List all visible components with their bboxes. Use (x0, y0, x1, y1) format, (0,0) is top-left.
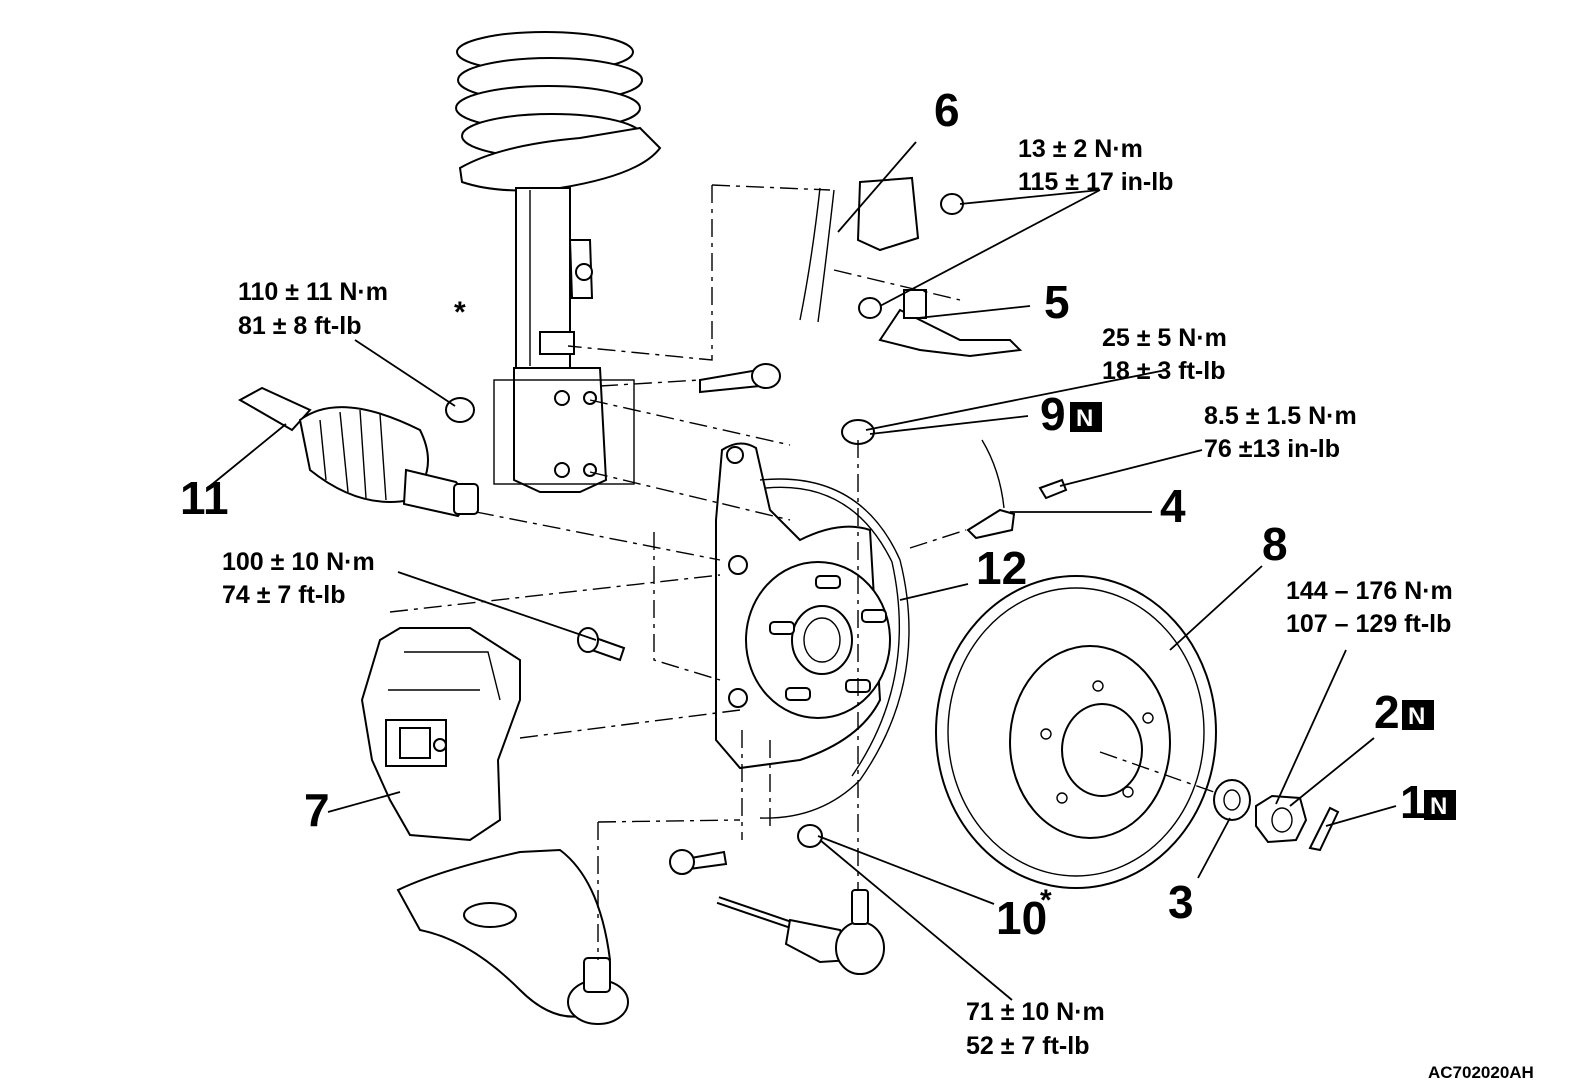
torque-tierod-nm: 25 ± 5 N·m (1102, 324, 1227, 352)
callout-6: 6 (934, 84, 960, 136)
drive-shaft (237, 386, 479, 518)
callout-4: 4 (1160, 480, 1186, 532)
new-part-badges: N N N (1070, 402, 1456, 820)
torque-hubnut-ftlb: 107 – 129 ft-lb (1286, 610, 1451, 638)
torque-bracket-nm: 13 ± 2 N·m (1018, 135, 1143, 163)
callout-5: 5 (1044, 276, 1070, 328)
hub-hardware (1213, 779, 1340, 852)
torque-caliper-ftlb: 74 ± 7 ft-lb (222, 581, 345, 609)
callout-11: 11 (180, 472, 229, 524)
badge-1 (1424, 790, 1456, 820)
torque-caliper-nm: 100 ± 10 N·m (222, 548, 375, 576)
torque-balljoint-ftlb: 52 ± 7 ft-lb (966, 1032, 1089, 1060)
callout-9: 9 (1040, 388, 1066, 440)
callout-3: 3 (1168, 876, 1194, 928)
lower-arm (396, 848, 629, 1025)
torque-tierod-ftlb: 18 ± 3 ft-lb (1102, 357, 1225, 385)
badge-1-letter: N (1430, 793, 1447, 820)
figure-reference: AC702020AH (1428, 1063, 1534, 1082)
torque-sensor-inlb: 76 ±13 in-lb (1204, 435, 1340, 463)
fasteners (445, 363, 875, 875)
torque-sensor-nm: 8.5 ± 1.5 N·m (1204, 402, 1357, 430)
asterisk-10: * (1040, 884, 1052, 917)
torque-strut-ftlb: 81 ± 8 ft-lb (238, 312, 361, 340)
callout-12: 12 (976, 542, 1027, 594)
callout-7: 7 (304, 784, 330, 836)
torque-specs: 13 ± 2 N·m 115 ± 17 in-lb 110 ± 11 N·m 8… (222, 135, 1453, 1060)
callout-8: 8 (1262, 518, 1288, 570)
badge-2 (1402, 700, 1434, 730)
torque-balljoint-nm: 71 ± 10 N·m (966, 998, 1105, 1026)
callout-10: 10 (996, 892, 1047, 944)
callout-labels: 6 5 9 4 11 12 8 2 1 3 7 10 * * (180, 84, 1426, 944)
callout-2: 2 (1374, 686, 1400, 738)
torque-hubnut-nm: 144 – 176 N·m (1286, 577, 1453, 605)
brake-disc (935, 575, 1217, 889)
asterisk-strut-nut: * (454, 296, 466, 329)
steering-knuckle (715, 442, 910, 819)
assembly-lines (389, 184, 1215, 960)
tie-rod-end (716, 889, 885, 975)
brake-hose-bracket (799, 176, 1023, 358)
torque-bracket-inlb: 115 ± 17 in-lb (1018, 168, 1173, 196)
brake-caliper (360, 627, 521, 842)
badge-9 (1070, 402, 1102, 432)
abs-sensor (966, 439, 1068, 540)
badge-9-letter: N (1076, 405, 1093, 432)
leader-lines (209, 141, 1397, 1001)
callout-1: 1 (1400, 776, 1426, 828)
strut-assembly (455, 31, 662, 493)
badge-2-letter: N (1408, 703, 1425, 730)
torque-strut-nm: 110 ± 11 N·m (238, 278, 388, 306)
